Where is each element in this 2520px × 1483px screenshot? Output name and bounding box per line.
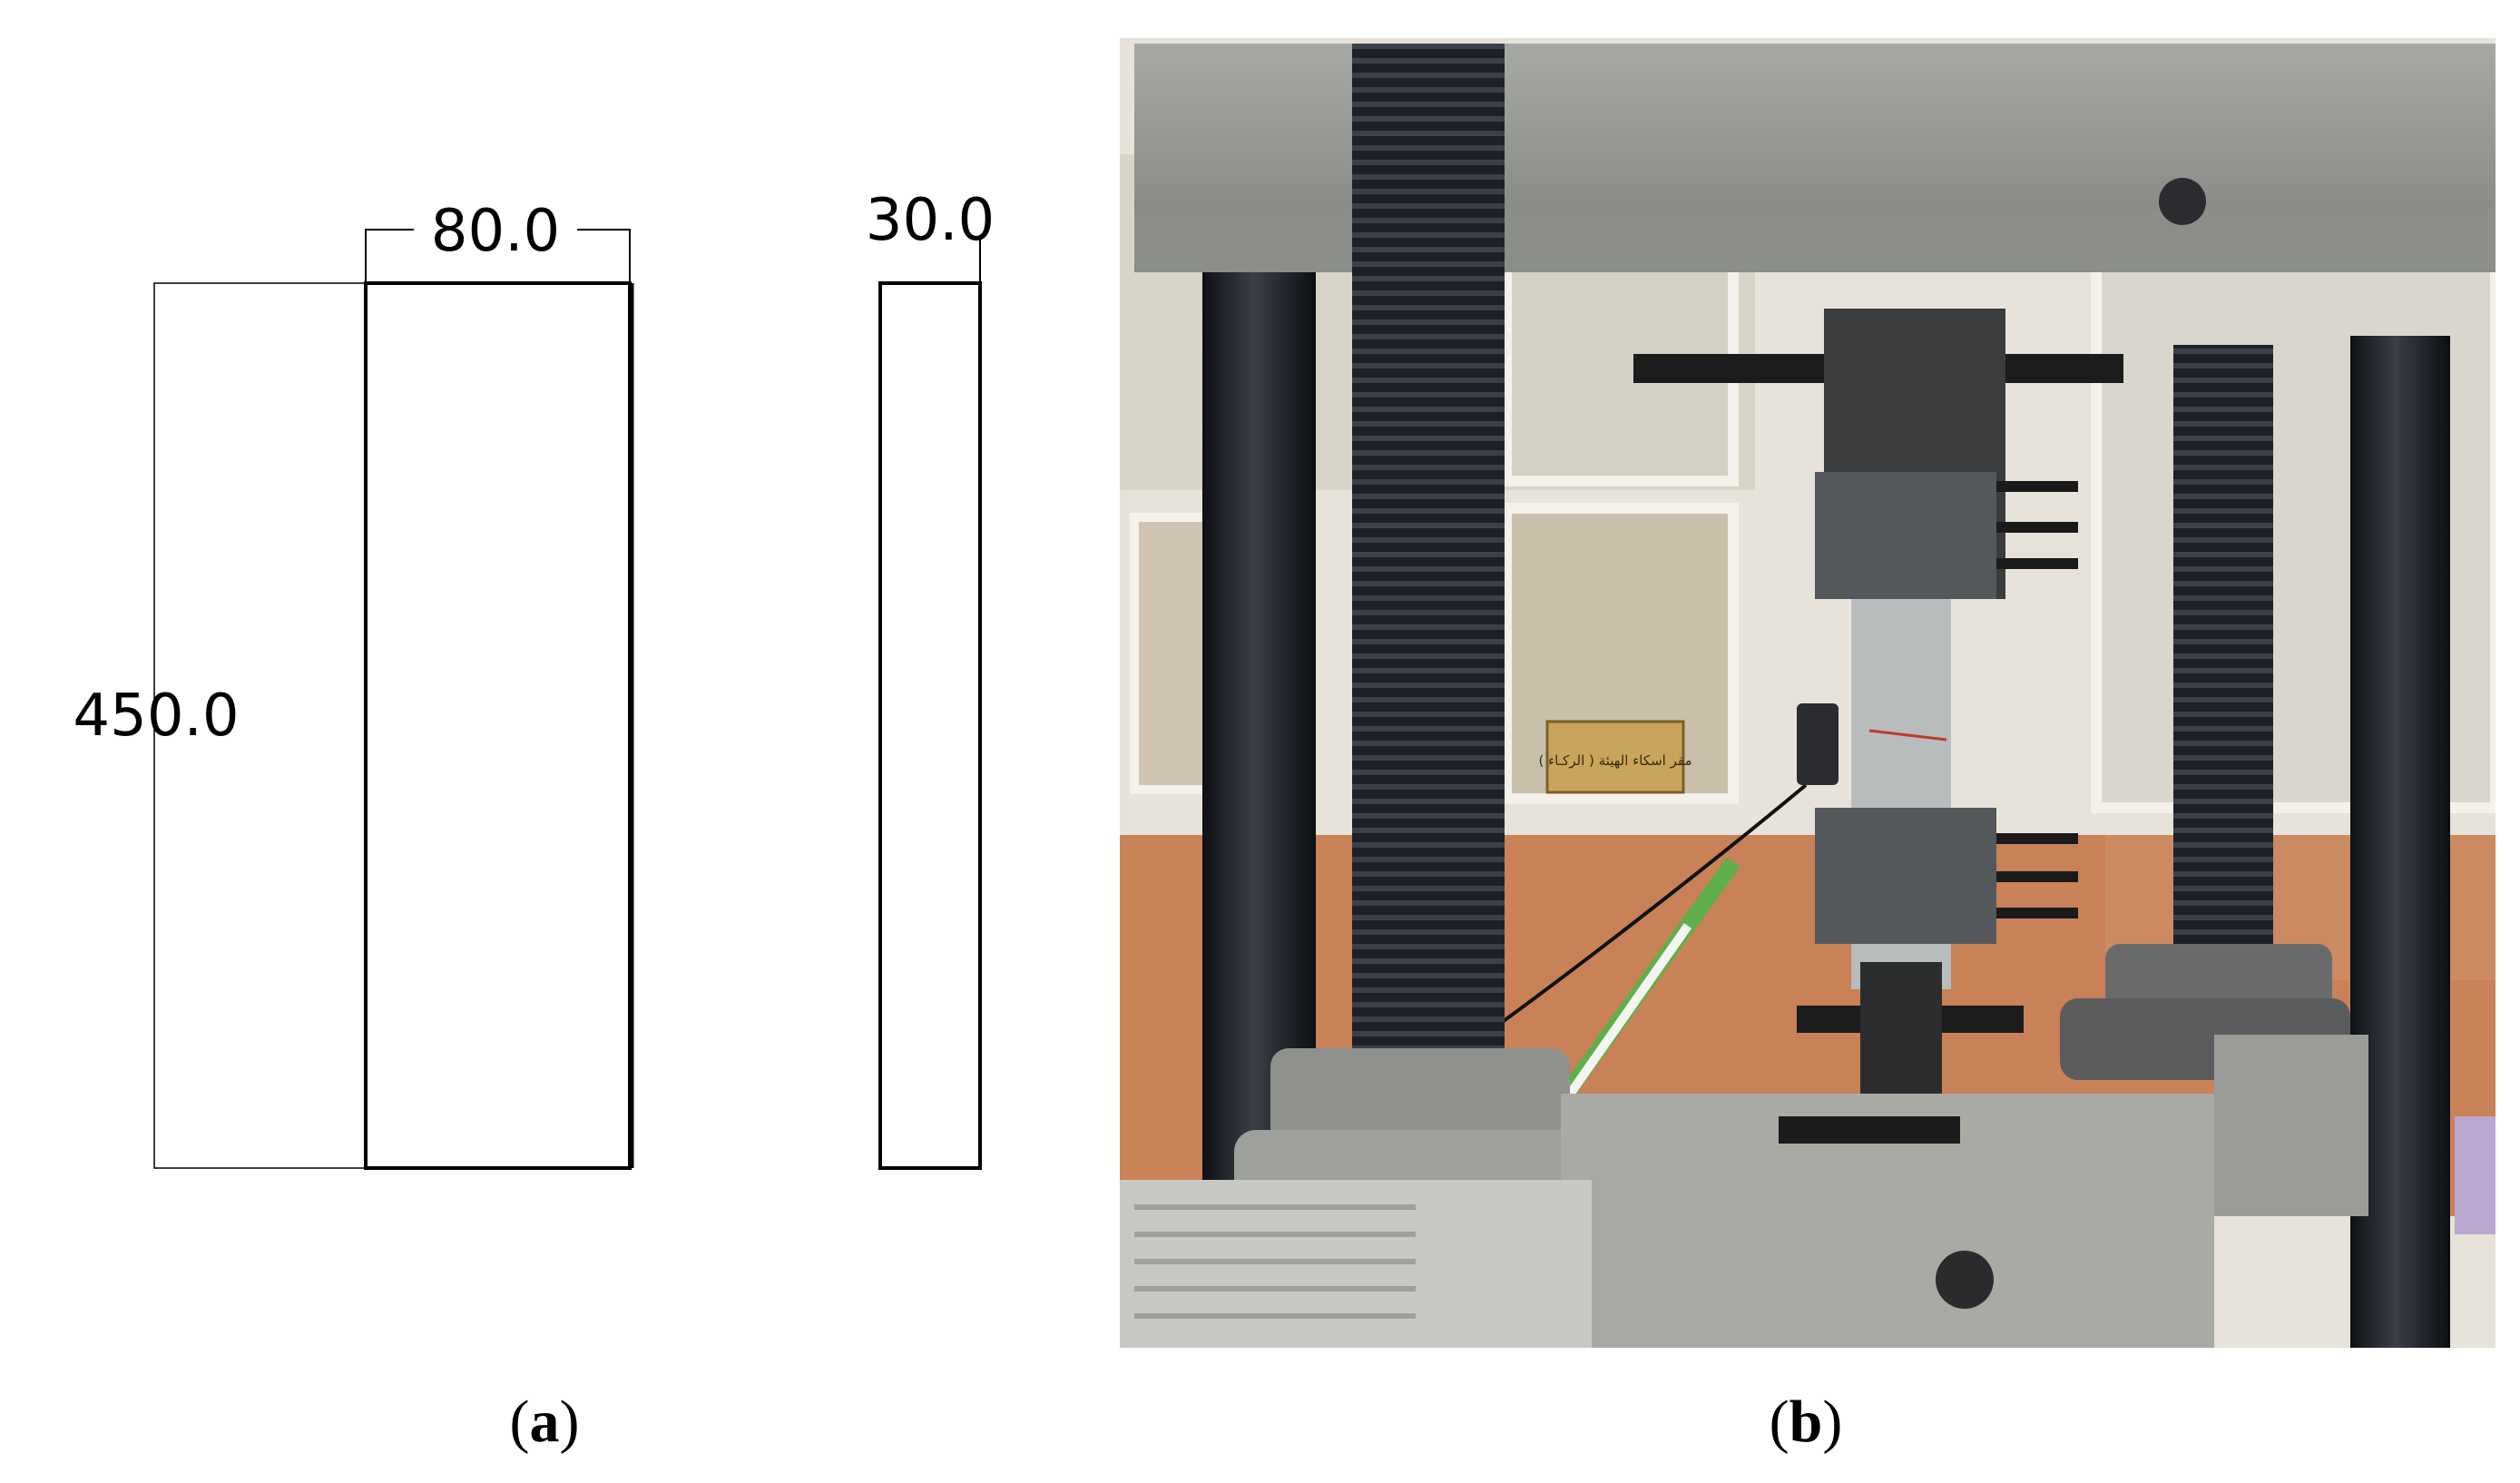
- photo-upper-clamp: [1815, 472, 1996, 599]
- width-dimension-line-right: [577, 229, 631, 283]
- width-dimension-label: 80.0: [431, 198, 561, 265]
- photo-top-crosshead-front: [1134, 209, 2495, 272]
- width-dimension-line: [365, 229, 414, 283]
- photo-white-tube: [1556, 923, 1692, 1110]
- caption-a: (a): [510, 1389, 580, 1455]
- length-dimension-label: 450.0: [73, 683, 239, 750]
- photo-wall-sign: [1545, 720, 1685, 794]
- photo-base-frame-opening: [1779, 1116, 1960, 1144]
- photo-base-side-arm: [2214, 1035, 2368, 1216]
- length-label-background: [54, 683, 265, 748]
- specimen-side-view: [878, 281, 982, 1170]
- photo-purple-box: [2455, 1116, 2495, 1234]
- photo-specimen-crack: [1868, 729, 1947, 742]
- specimen-front-view: [364, 281, 632, 1170]
- photo-right-threaded-rod: [2173, 345, 2273, 953]
- panel-a-drawing: 80.0 450.0 30.0 (a): [54, 187, 995, 1455]
- photo-base-bolt: [1936, 1251, 1994, 1309]
- photo-crosshead-bolt: [2159, 178, 2206, 225]
- photo-extensometer: [1797, 703, 1839, 785]
- panel-b-photo: مقر اسكاء الهيئة ( الركـاء ): [1120, 38, 2495, 1455]
- photo-sensor-cable: [1495, 783, 1808, 1027]
- photo-lower-clamp: [1815, 808, 1996, 944]
- photo-motor-fins: [1134, 1204, 1416, 1319]
- photo-upper-clamp-bolts: [1996, 481, 2078, 569]
- photo-lower-clamp-bolts: [1996, 833, 2078, 918]
- thickness-dimension-label: 30.0: [866, 187, 995, 254]
- caption-b-letter: b: [1789, 1389, 1823, 1455]
- photo-left-threaded-rod: [1352, 44, 1505, 1060]
- caption-b: (b): [1770, 1389, 1843, 1455]
- photo-wall-sign-text: مقر اسكاء الهيئة ( الركـاء ): [1538, 752, 1691, 769]
- photo-window-pane-1: [1130, 513, 1211, 794]
- caption-a-letter: a: [530, 1389, 560, 1455]
